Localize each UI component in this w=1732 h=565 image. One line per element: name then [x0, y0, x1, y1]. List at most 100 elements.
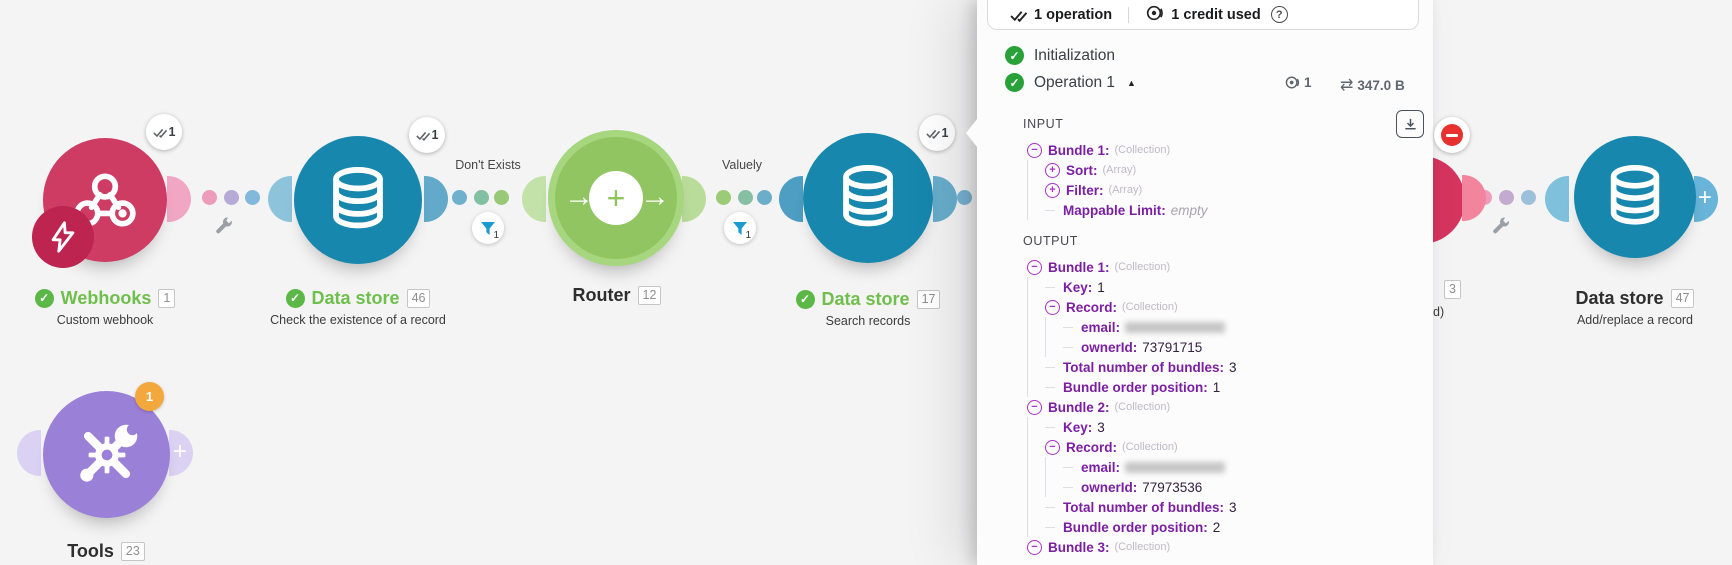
expand-icon[interactable]: +	[1045, 182, 1060, 198]
node-label: Data store	[821, 288, 910, 309]
filter-button[interactable]: 1	[472, 212, 504, 244]
node-count-badge: 17	[916, 289, 941, 309]
tools-label-row: Tools 23	[0, 540, 212, 562]
data-tree-row: −Bundle 1:(Collection)	[977, 257, 1433, 277]
connection-setup-wrench-icon[interactable]	[1490, 215, 1510, 235]
data-key: ownerId:	[1081, 479, 1138, 495]
connection-dot	[738, 190, 753, 205]
collapse-icon[interactable]: −	[1027, 259, 1042, 275]
webhooks-operations-badge[interactable]: 1	[146, 114, 182, 150]
node-datastore-46[interactable]	[294, 136, 422, 264]
download-button[interactable]	[1396, 110, 1424, 138]
node-label: Data store	[311, 287, 400, 308]
datastore17-label-row: ✓ Data store 17	[768, 288, 968, 310]
download-icon	[1404, 118, 1416, 129]
collapse-caret-icon[interactable]: ▲	[1127, 77, 1136, 88]
operations-count: 1	[431, 128, 439, 142]
collapse-icon[interactable]: −	[1027, 399, 1042, 415]
data-key: Bundle order position:	[1063, 379, 1208, 395]
node-subtitle: Search records	[825, 314, 911, 328]
success-check-icon: ✓	[34, 288, 54, 308]
tree-branch-tick	[1044, 200, 1057, 220]
tree-guide-line	[1027, 477, 1045, 497]
data-tree-row: email:	[977, 457, 1433, 477]
node-datastore-47[interactable]	[1574, 136, 1696, 258]
credits-summary: 1 credit used	[1171, 7, 1261, 23]
connection-dot	[494, 190, 509, 205]
node-subtitle: Custom webhook	[56, 313, 154, 327]
tools-notification-badge[interactable]: 1	[135, 382, 164, 411]
node-count-badge: 23	[120, 541, 145, 561]
credits-icon	[1147, 5, 1164, 21]
data-value: 77973536	[1142, 479, 1203, 495]
operation-data-size: ⇄ 347.0 B	[1340, 75, 1405, 95]
data-value: empty	[1170, 202, 1208, 218]
filter-button[interactable]: 1	[724, 212, 756, 244]
data-tree-row: email:	[977, 317, 1433, 337]
expand-icon[interactable]: +	[1045, 162, 1060, 178]
operations-count: 1	[941, 126, 949, 140]
datastore47-add-port[interactable]: +	[1694, 176, 1718, 222]
data-tree-row: −Record:(Collection)	[977, 297, 1433, 317]
node-label: Data store	[1575, 287, 1664, 308]
filter-funnel-icon	[733, 221, 747, 235]
output-data-tree: −Bundle 1:(Collection)Key:1−Record:(Coll…	[977, 257, 1433, 557]
data-tree-row: −Bundle 3:(Collection)	[977, 537, 1433, 557]
arrow-right-icon: →	[640, 179, 670, 213]
tree-guide-line	[1027, 417, 1045, 437]
node-datastore-17[interactable]	[803, 133, 933, 263]
router-label-row: Router 12	[512, 284, 722, 306]
success-check-icon: ✓	[1005, 73, 1024, 92]
datastore17-operations-badge[interactable]: 1	[919, 115, 955, 151]
collapse-icon[interactable]: −	[1027, 539, 1042, 555]
data-tree-row: Bundle order position:1	[977, 377, 1433, 397]
data-key: ownerId:	[1081, 339, 1138, 355]
step-operation-1[interactable]: ✓ Operation 1 ▲	[1005, 73, 1136, 92]
connection-dot	[452, 190, 467, 205]
operations-count: 1	[168, 125, 176, 139]
connection-dot	[224, 190, 239, 205]
datastore47-label-row: Data store 47	[1535, 287, 1732, 309]
collapse-icon[interactable]: −	[1027, 142, 1042, 158]
data-tree-row: Key:1	[977, 277, 1433, 297]
tree-guide-line	[1027, 337, 1045, 357]
data-key: Sort:	[1066, 162, 1098, 178]
node-label: Tools	[67, 540, 114, 561]
connection-dot	[245, 190, 260, 205]
tree-branch-tick	[1062, 317, 1075, 337]
tree-guide-line	[1027, 357, 1045, 377]
data-tree-row: Bundle order position:2	[977, 517, 1433, 537]
node-subtitle: Check the existence of a record	[270, 313, 446, 327]
data-tree-row: −Record:(Collection)	[977, 437, 1433, 457]
tree-guide-line	[1045, 317, 1063, 337]
datastore46-label-row: ✓ Data store 46	[258, 287, 458, 309]
node-count-badge: 46	[406, 288, 431, 308]
node-label: Webhooks	[60, 287, 152, 308]
input-data-tree: −Bundle 1:(Collection)+Sort:(Array)+Filt…	[977, 140, 1433, 220]
data-type-hint: (Collection)	[1114, 541, 1171, 553]
data-key: Record:	[1066, 299, 1118, 315]
datastore47-input-port	[1545, 176, 1569, 222]
data-type-hint: (Array)	[1102, 164, 1137, 176]
data-tree-row: Key:3	[977, 417, 1433, 437]
instant-trigger-icon	[32, 206, 94, 268]
data-type-hint: (Collection)	[1122, 441, 1178, 453]
node-tools[interactable]	[43, 391, 170, 518]
data-value: 3	[1229, 359, 1237, 375]
data-tree-row: Total number of bundles:3	[977, 357, 1433, 377]
node-router[interactable]: → → +	[548, 130, 684, 266]
panel-pointer-notch	[966, 119, 977, 147]
operations-icon	[1010, 11, 1027, 22]
tools-add-port[interactable]: +	[169, 430, 193, 476]
collapse-icon[interactable]: −	[1045, 439, 1060, 455]
error-minus-badge[interactable]	[1434, 117, 1470, 153]
help-icon[interactable]: ?	[1270, 6, 1288, 23]
credits-icon	[1285, 76, 1300, 89]
collapse-icon[interactable]: −	[1045, 299, 1060, 315]
tree-branch-tick	[1044, 357, 1057, 377]
database-icon	[1610, 164, 1660, 225]
connection-setup-wrench-icon[interactable]	[213, 215, 233, 235]
datastore46-operations-badge[interactable]: 1	[409, 117, 445, 153]
data-value: 73791715	[1142, 339, 1203, 355]
datastore46-output-port	[424, 176, 448, 222]
